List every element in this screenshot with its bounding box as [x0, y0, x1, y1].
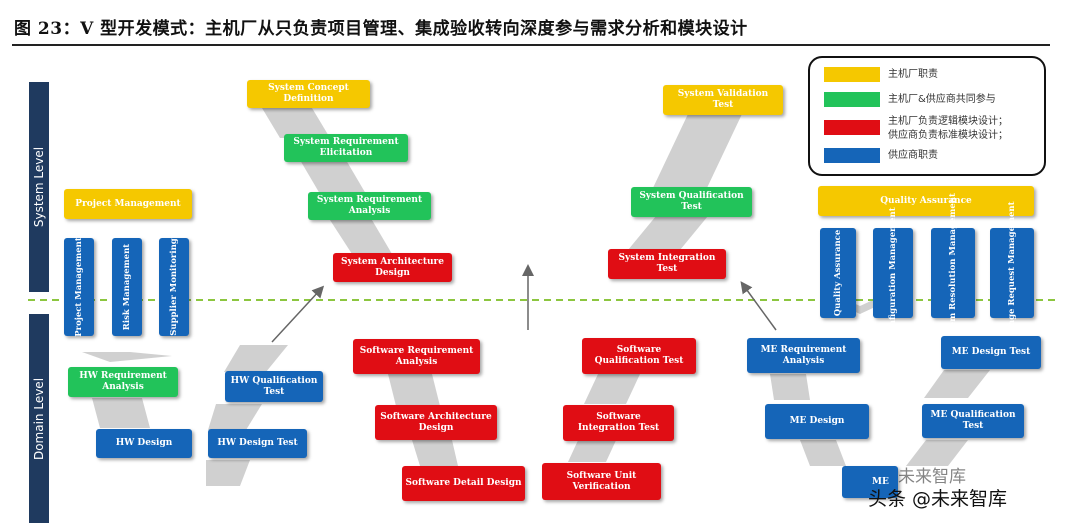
ribbon-validation	[652, 114, 742, 190]
change-request-management-item: Change Request Management	[990, 201, 1034, 345]
ribbon-me-qual	[906, 440, 968, 466]
legend-swatch-yellow	[824, 67, 880, 82]
title-rule	[12, 44, 1050, 46]
ribbon-elicit	[300, 160, 366, 194]
configuration-management-item: Configuration Management	[873, 207, 913, 339]
arrow-left	[271, 285, 325, 343]
ribbon-hw-test	[206, 460, 250, 486]
project-management-header: Project Management	[64, 189, 192, 219]
ribbon-analysis	[330, 220, 392, 254]
supplier-monitoring-item: Supplier Monitoring	[159, 238, 189, 336]
legend-text-red-2: 供应商负责标准模块设计；	[888, 130, 1008, 141]
risk-management-item: Risk Management	[112, 238, 142, 336]
system-concept-definition: System Concept Definition	[247, 80, 370, 108]
problem-resolution-management-item: Problem Resolution Management	[931, 193, 975, 353]
software-requirement-analysis: Software Requirement Analysis	[353, 339, 480, 374]
quality-assurance-header: Quality Assurance	[818, 186, 1034, 216]
system-integration-test: System Integration Test	[608, 249, 726, 279]
legend-text-red-1: 主机厂负责逻辑模块设计；	[888, 116, 1008, 127]
me-design-test: ME Design Test	[941, 336, 1041, 369]
software-unit-verification: Software Unit Verification	[542, 463, 661, 500]
system-qualification-test: System Qualification Test	[631, 187, 752, 217]
ribbon-hw-qual2	[208, 404, 262, 430]
ribbon-sw-arch	[412, 440, 458, 466]
figure-title: 图 23：V 型开发模式：主机厂从只负责项目管理、集成验收转向深度参与需求分析和…	[14, 19, 748, 39]
ribbon-qualification	[628, 216, 708, 250]
system-validation-test: System Validation Test	[663, 85, 783, 115]
system-requirement-elicitation: System Requirement Elicitation	[284, 134, 408, 162]
ribbon-concept	[262, 108, 330, 138]
me-requirement-analysis: ME Requirement Analysis	[747, 338, 860, 373]
ribbon-me-req	[770, 374, 810, 400]
quality-assurance-item: Quality Assurance	[820, 228, 856, 318]
me-design: ME Design	[765, 404, 869, 439]
legend: 主机厂职责 主机厂&供应商共同参与 主机厂负责逻辑模块设计； 供应商负责标准模块…	[808, 56, 1046, 176]
me-qualification-test: ME Qualification Test	[922, 404, 1024, 438]
watermark-brand: 未来智库	[898, 467, 966, 487]
legend-swatch-green	[824, 92, 880, 107]
hw-design-test: HW Design Test	[208, 429, 307, 458]
domain-level-bar: Domain Level	[29, 314, 49, 523]
ribbon-me-design	[800, 440, 846, 466]
software-integration-test: Software Integration Test	[563, 405, 674, 441]
legend-swatch-red	[824, 120, 880, 135]
ribbon-hw-top	[82, 352, 172, 362]
legend-text-green: 主机厂&供应商共同参与	[888, 94, 996, 105]
ribbon-hw-req	[92, 398, 150, 428]
ribbon-sw-int	[568, 436, 618, 462]
system-level-bar: System Level	[29, 82, 49, 292]
ribbon-me-test	[924, 370, 990, 398]
project-management-item: Project Management	[64, 237, 94, 337]
ribbon-hw-qual	[224, 345, 288, 372]
hw-design: HW Design	[96, 429, 192, 458]
hw-requirement-analysis: HW Requirement Analysis	[68, 367, 178, 397]
software-qualification-test: Software Qualification Test	[582, 338, 696, 374]
watermark-channel: 头条 @未来智库	[868, 488, 1008, 510]
legend-swatch-blue	[824, 148, 880, 163]
system-architecture-design: System Architecture Design	[333, 253, 452, 282]
me-partial-box: ME	[842, 466, 898, 498]
legend-text-yellow: 主机厂职责	[888, 69, 938, 80]
software-detail-design: Software Detail Design	[402, 466, 525, 501]
ribbon-sw-qual	[584, 374, 640, 404]
legend-text-blue: 供应商职责	[888, 150, 938, 161]
hw-qualification-test: HW Qualification Test	[225, 371, 323, 402]
arrow-right	[740, 281, 777, 331]
ribbon-sw-req	[388, 374, 440, 406]
software-architecture-design: Software Architecture Design	[375, 405, 497, 440]
system-requirement-analysis: System Requirement Analysis	[308, 192, 431, 220]
